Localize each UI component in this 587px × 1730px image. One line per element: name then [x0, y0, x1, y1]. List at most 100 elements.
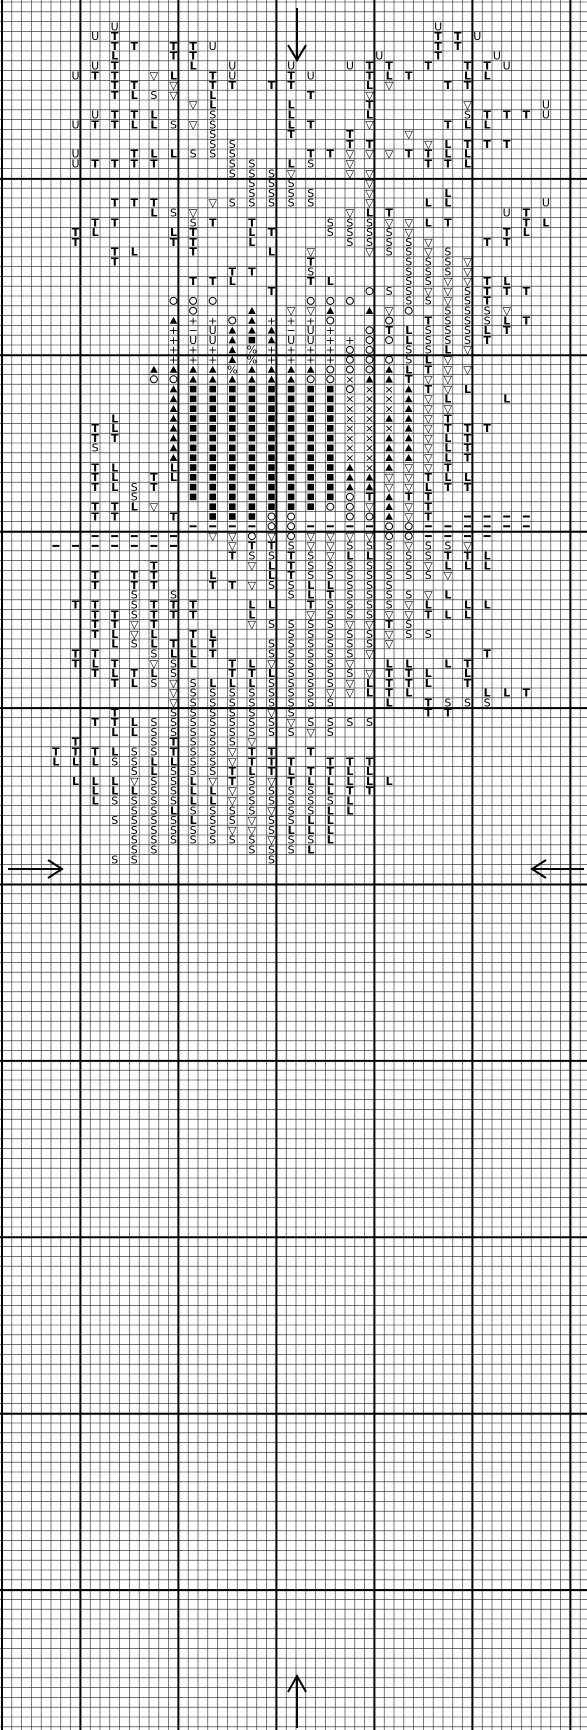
symbol-t: T [111, 256, 119, 269]
symbol-filled-square [190, 464, 197, 471]
symbol-t: T [464, 452, 472, 465]
symbol-filled-square [229, 435, 236, 442]
symbol-filled-triangle [327, 307, 335, 314]
symbol-v: ▽ [385, 79, 394, 92]
symbol-filled-triangle [248, 307, 256, 314]
symbol-t: T [503, 285, 511, 298]
symbol-filled-square [307, 396, 314, 403]
symbol-l: L [464, 383, 471, 396]
symbol-filled-square [229, 494, 236, 501]
symbol-filled-square [229, 474, 236, 481]
symbol-filled-triangle [405, 405, 413, 412]
symbol-filled-triangle [405, 444, 413, 451]
symbol-t: T [189, 246, 197, 259]
symbol-l: L [444, 197, 451, 210]
symbol-filled-square [229, 464, 236, 471]
symbol-l: L [425, 216, 432, 229]
symbol-p: + [306, 354, 315, 367]
symbol-s: S [229, 167, 236, 180]
symbol-filled-triangle [150, 366, 158, 373]
symbol-l: L [327, 834, 334, 847]
symbol-filled-triangle [189, 376, 197, 383]
symbol-filled-square [288, 454, 295, 461]
symbol-l: L [72, 755, 79, 768]
symbol-circle [346, 493, 353, 500]
symbol-t: T [72, 236, 80, 249]
symbol-t: T [287, 79, 295, 92]
symbol-s: S [268, 853, 275, 866]
symbol-l: L [92, 226, 99, 239]
symbol-t: T [405, 148, 413, 161]
symbol-t: T [111, 158, 119, 171]
symbol-l: L [405, 687, 412, 700]
symbol-circle [327, 317, 334, 324]
symbol-v: ▽ [365, 118, 374, 131]
symbol-s: S [248, 197, 255, 210]
symbol-filled-square [190, 386, 197, 393]
symbol-filled-square [209, 425, 216, 432]
symbol-t: T [170, 510, 178, 523]
symbol-t: T [523, 687, 531, 700]
symbol-x: × [384, 422, 393, 435]
symbol-t: T [91, 716, 99, 729]
symbol-s: S [229, 834, 236, 847]
symbol-filled-triangle [405, 395, 413, 402]
symbol-filled-triangle [170, 454, 178, 461]
symbol-filled-triangle [170, 317, 178, 324]
symbol-filled-square [288, 386, 295, 393]
symbol-t: T [307, 118, 315, 131]
symbol-l: L [131, 726, 138, 739]
symbol-t: T [111, 677, 119, 690]
symbol-t: T [454, 40, 462, 53]
symbol-l: L [150, 118, 157, 131]
symbol-filled-triangle [229, 356, 237, 363]
symbol-circle [346, 513, 353, 520]
symbol-filled-triangle [346, 464, 354, 471]
symbol-v: ▽ [150, 69, 159, 82]
symbol-v: ▽ [208, 530, 217, 543]
symbol-filled-square [307, 484, 314, 491]
symbol-filled-square [327, 474, 334, 481]
symbol-l: L [307, 844, 314, 857]
symbol-filled-square [209, 484, 216, 491]
symbol-v: ▽ [365, 246, 374, 259]
symbol-filled-square [190, 445, 197, 452]
symbol-filled-triangle [209, 366, 217, 373]
symbol-filled-triangle [405, 454, 413, 461]
symbol-filled-square [268, 464, 275, 471]
symbol-filled-triangle [366, 483, 374, 490]
symbol-filled-square [268, 503, 275, 510]
symbol-s: S [307, 158, 314, 171]
symbol-filled-square [288, 405, 295, 412]
symbol-v: ▽ [346, 167, 355, 180]
symbol-p: + [345, 334, 354, 347]
symbol-filled-square [209, 513, 216, 520]
symbol-t: T [72, 657, 80, 670]
symbol-filled-triangle [405, 415, 413, 422]
symbol-s: S [268, 726, 275, 739]
symbol-t: T [503, 138, 511, 151]
symbol-u: U [307, 69, 315, 82]
symbol-v: ▽ [385, 305, 394, 318]
symbol-filled-triangle [229, 346, 237, 353]
symbol-v: ▽ [463, 344, 472, 357]
symbol-k: % [227, 363, 237, 376]
symbol-s: S [111, 755, 118, 768]
symbol-l: L [484, 599, 491, 612]
symbol-circle [288, 533, 295, 540]
symbol-s: S [386, 246, 393, 259]
symbol-filled-square [307, 474, 314, 481]
symbol-t: T [91, 510, 99, 523]
symbol-filled-square [307, 464, 314, 471]
symbol-filled-square [209, 464, 216, 471]
symbol-l: L [484, 118, 491, 131]
symbol-filled-square [190, 425, 197, 432]
symbol-circle [229, 317, 236, 324]
symbol-filled-triangle [170, 415, 178, 422]
symbol-filled-triangle [366, 376, 374, 383]
symbol-filled-square [229, 386, 236, 393]
symbol-filled-square [249, 435, 256, 442]
symbol-t: T [307, 275, 315, 288]
symbol-filled-triangle [385, 444, 393, 451]
